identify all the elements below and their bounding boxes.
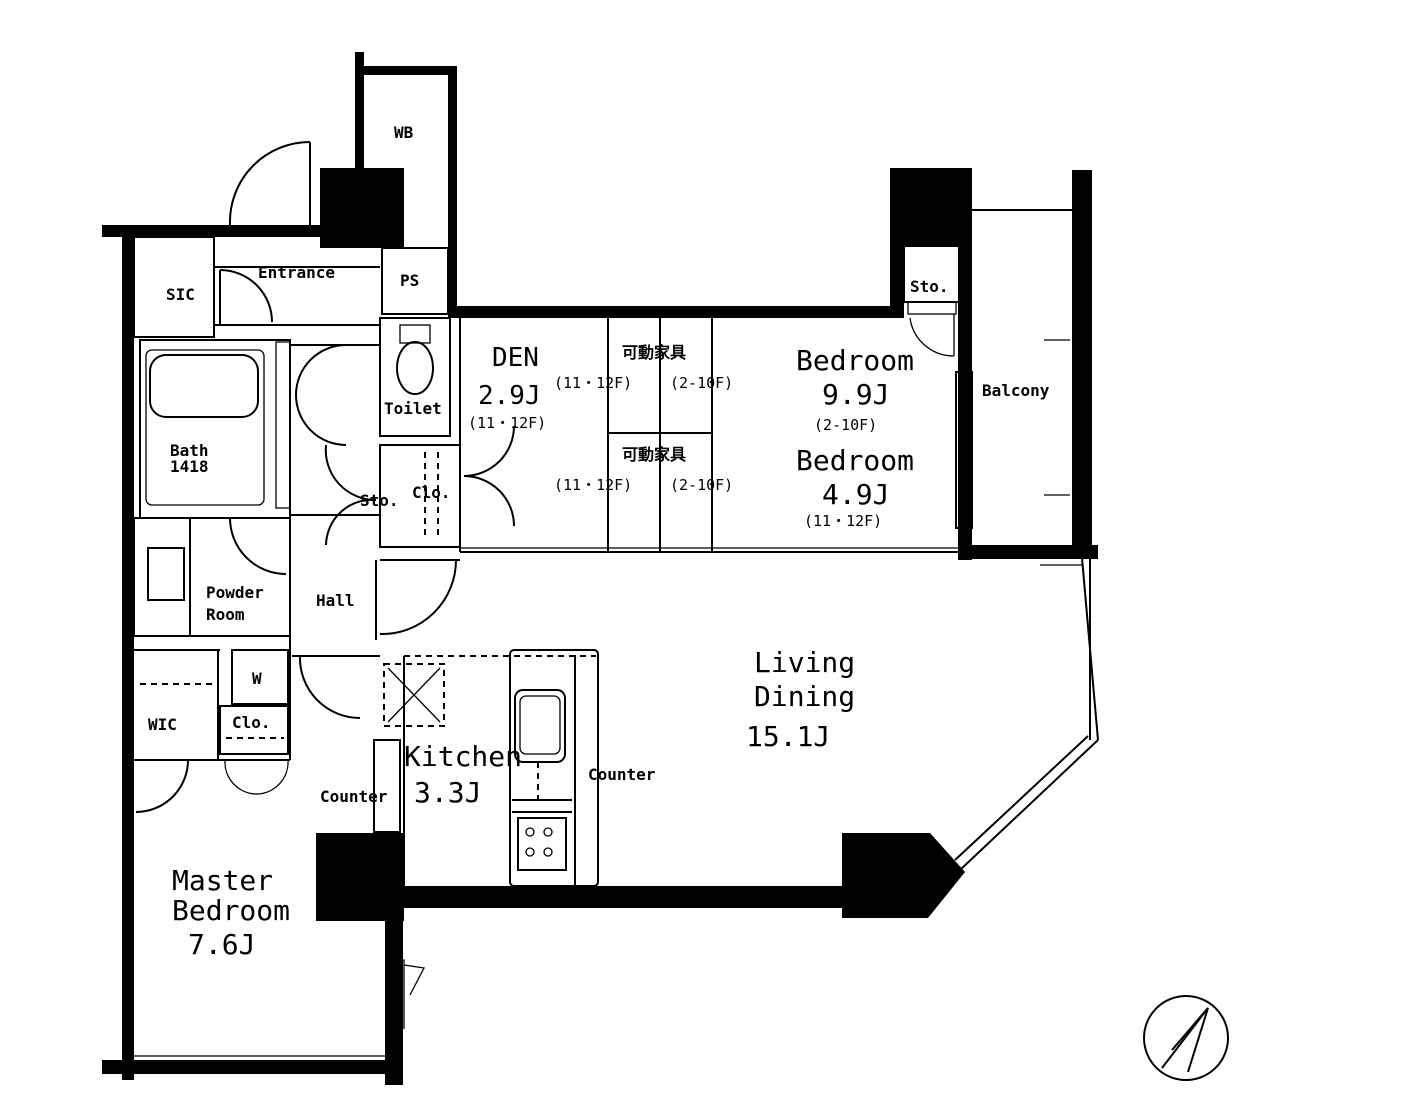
label-counter-left: Counter [320,787,387,806]
label-toilet: Toilet [384,399,442,418]
label-clo-wic: Clo. [232,713,271,732]
label-note-top-b: (2-10F) [670,374,733,392]
label-balcony: Balcony [982,381,1050,400]
label-wb: WB [394,123,414,142]
label-bath-size: 1418 [170,457,209,476]
label-living: Living [754,646,855,679]
wall-balcony-outer [1072,170,1092,555]
label-note-top-a: (11・12F) [554,374,632,392]
label-kitchen: Kitchen [404,740,522,773]
wall-bedroom-right [958,240,972,560]
label-master-bedroom: Bedroom [172,894,290,927]
label-ps: PS [400,271,419,290]
label-bedroom1-size: 9.9J [822,378,889,411]
label-dining: Dining [754,680,855,713]
label-entrance: Entrance [258,263,335,282]
wall-balcony-bottom [960,545,1098,559]
label-powder-2: Room [206,605,245,624]
wall-left-top [102,225,334,237]
wall-bottom-living [400,886,850,908]
label-kitchen-size: 3.3J [414,776,481,809]
label-sto-bedroom: Sto. [910,277,949,296]
wall-wb-top [355,66,457,75]
label-wic: WIC [148,715,177,734]
label-sto-hall: Sto. [360,491,399,510]
wall-bedroom-col [890,168,904,318]
wall-bottom-left [102,1060,392,1074]
column-living-corner [842,833,965,918]
label-bedroom2: Bedroom [796,444,914,477]
label-den-size: 2.9J [478,381,541,411]
label-master-size: 7.6J [188,928,255,961]
label-powder-1: Powder [206,583,264,602]
wall-left [122,225,134,1080]
label-bedroom2-note: (11・12F) [804,512,882,530]
wall-top-den [448,306,896,318]
labels: WB PS Entrance SIC DEN 2.9J (11・12F) 可動家… [148,123,1050,961]
label-hall: Hall [316,591,355,610]
column-kitchen-left [316,833,404,921]
label-counter-right: Counter [588,765,655,784]
label-note-bottom-a: (11・12F) [554,476,632,494]
label-note-bottom-b: (2-10F) [670,476,733,494]
walls [102,52,1098,1085]
label-den: DEN [492,343,539,373]
wall-wb-left [355,52,364,172]
wall-master-right [385,890,403,1085]
label-w: W [252,669,262,688]
partitions [133,209,1099,1057]
north-arrow-icon [1143,995,1229,1081]
label-bedroom2-size: 4.9J [822,478,889,511]
label-furniture-bottom: 可動家具 [622,445,686,464]
wall-wb-right [448,66,457,316]
label-bedroom1-note: (2-10F) [814,416,877,434]
label-living-size: 15.1J [746,720,830,753]
doors [135,141,515,813]
label-furniture-top: 可動家具 [622,343,686,362]
label-bath: Bath [170,441,209,460]
label-clo-hall: Clo. [412,483,451,502]
label-master: Master [172,864,273,897]
label-bedroom1: Bedroom [796,344,914,377]
label-sic: SIC [166,285,195,304]
label-den-note: (11・12F) [468,414,546,432]
